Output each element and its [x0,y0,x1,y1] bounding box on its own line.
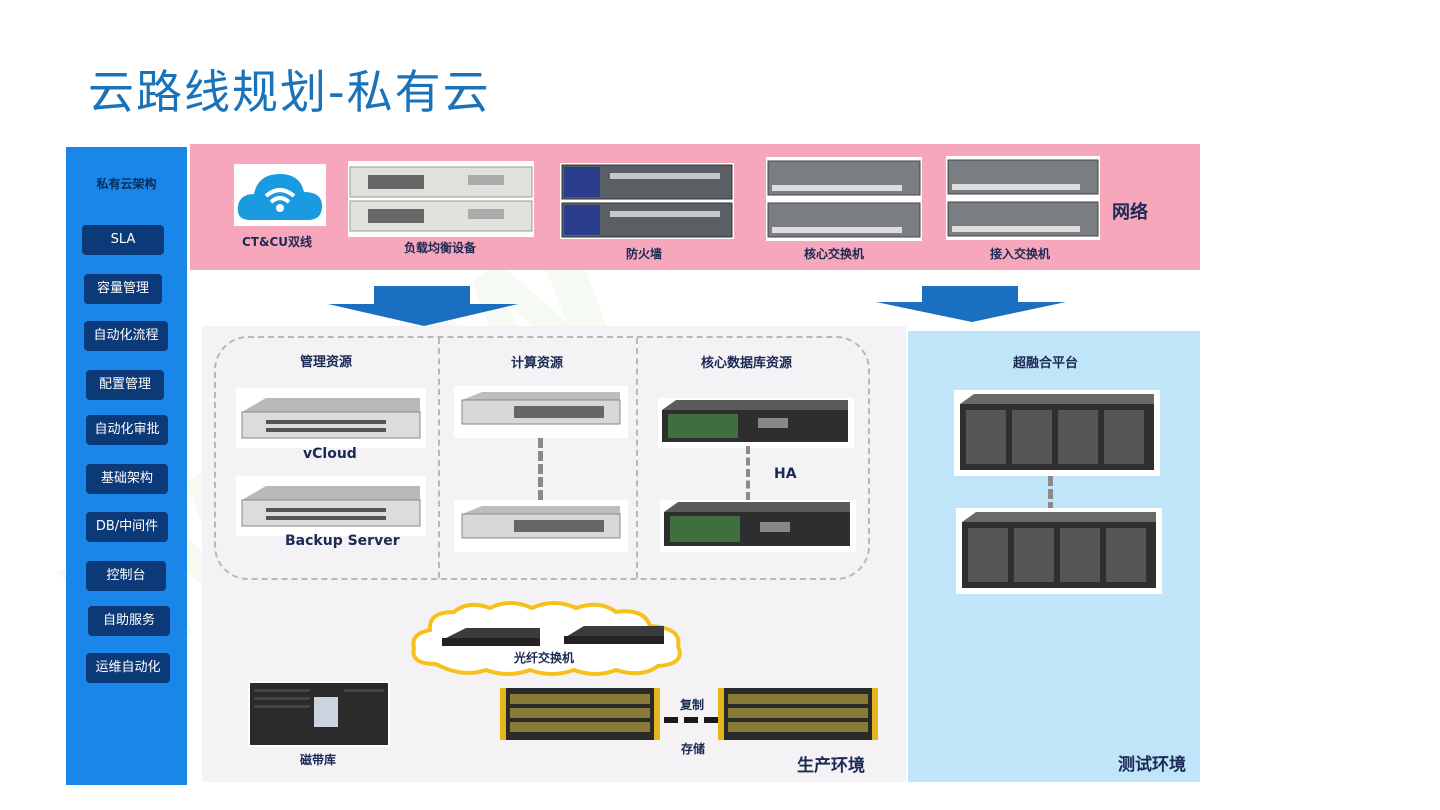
production-env-label: 生产环境 [797,756,865,776]
sidebar-item-db-middleware[interactable]: DB/中间件 [86,512,168,542]
sidebar-item-capacity[interactable]: 容量管理 [84,274,162,304]
load-balancer-image [348,161,534,237]
replicate-label: 复制 [680,698,705,712]
tape-library-label: 磁带库 [300,753,337,767]
fiber-switch-label: 光纤交换机 [514,651,575,665]
sidebar-item-sla[interactable]: SLA [82,225,164,255]
network-device-label-firewall: 防火墙 [626,247,663,261]
db-server-image [658,398,854,448]
storage-label: 存储 [681,742,706,756]
sidebar-item-approval[interactable]: 自动化审批 [86,415,168,445]
backup-server-image [236,476,426,536]
storage-array-image [718,688,878,740]
test-env-label: 测试环境 [1118,755,1186,775]
storage-array-image [500,688,660,740]
firewall-image [560,163,734,239]
fiber-switch-cloud [406,598,692,678]
divider [438,338,440,578]
compute-server-image [454,386,628,438]
db-resource-title: 核心数据库资源 [701,356,793,371]
core-switch-image [766,157,922,241]
network-device-label-core-switch: 核心交换机 [804,247,865,261]
network-device-label-lb: 负载均衡设备 [404,241,477,255]
compute-server-image [454,500,628,552]
tape-library-image [248,681,390,747]
page-title: 云路线规划-私有云 [88,65,491,119]
db-server-image [660,500,856,552]
mgmt-resource-title: 管理资源 [300,355,353,370]
divider [636,338,638,578]
cloud-wifi-icon [234,164,326,226]
sidebar-item-ops-automation[interactable]: 运维自动化 [86,653,170,683]
sidebar-item-infra[interactable]: 基础架构 [86,464,168,494]
arrow-down-left-icon [328,286,518,326]
sidebar-item-automation-flow[interactable]: 自动化流程 [84,321,168,351]
network-label: 网络 [1112,202,1148,223]
vcloud-label: vCloud [303,446,357,462]
replication-line [664,716,720,724]
network-device-label-line: CT&CU双线 [242,235,313,249]
resource-group-box [214,336,870,580]
sidebar-item-console[interactable]: 控制台 [86,561,166,591]
ha-label: HA [774,466,797,482]
backup-server-label: Backup Server [285,533,400,549]
node-link-line [1048,476,1053,512]
sidebar-item-self-service[interactable]: 自助服务 [88,606,170,636]
sidebar-title: 私有云架构 [96,177,157,191]
access-switch-image [946,156,1100,240]
vcloud-server-image [236,388,426,448]
arrow-down-right-icon [876,286,1066,322]
ha-link-line [746,446,750,500]
compute-resource-title: 计算资源 [511,356,564,371]
network-device-label-access-switch: 接入交换机 [990,247,1051,261]
link-line [538,438,543,500]
hyperconverged-title: 超融合平台 [1013,356,1079,371]
hyperconverged-node-image [954,390,1160,476]
hyperconverged-node-image [956,508,1162,594]
sidebar-item-config[interactable]: 配置管理 [86,370,164,400]
